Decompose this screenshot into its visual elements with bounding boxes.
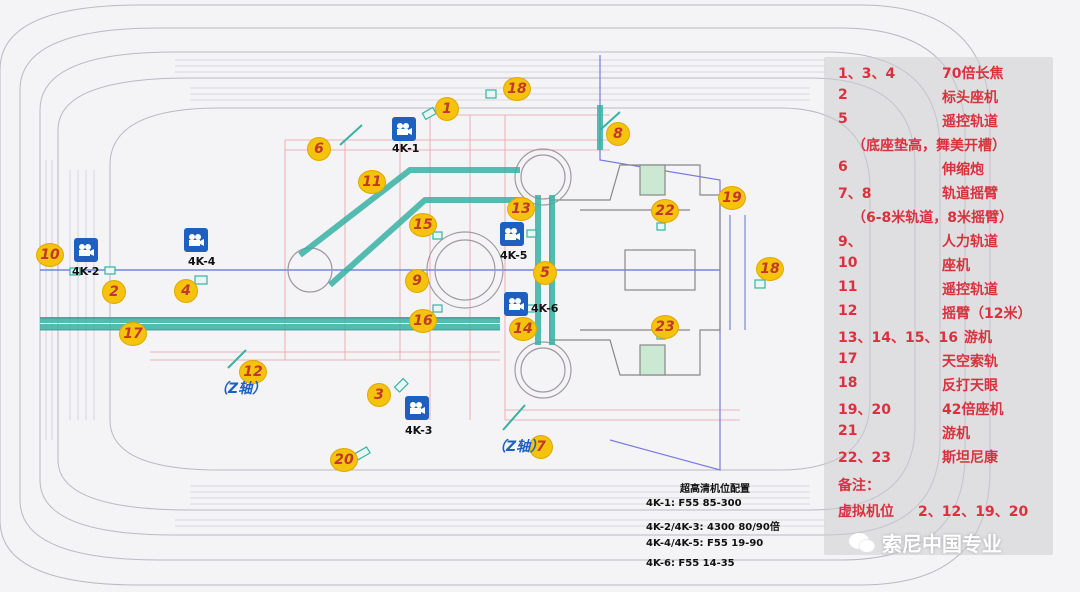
camera-label: 4K-1 [392,142,420,155]
position-marker-18-top[interactable]: 18 [504,78,530,100]
camera-4k-1-icon[interactable] [392,117,416,141]
camera-label: 4K-3 [405,424,433,437]
position-marker-17[interactable]: 17 [120,323,146,345]
config-line: 4K-1: F55 85-300 [646,498,742,509]
position-marker-5[interactable]: 5 [534,262,556,284]
position-marker-9[interactable]: 9 [406,270,428,292]
camera-label: 4K-2 [72,265,100,278]
position-marker-7[interactable]: 7 [530,436,552,458]
camera-4k-2-icon[interactable] [74,238,98,262]
config-line: 4K-6: F55 14-35 [646,558,735,569]
legend-row: 备注： [838,478,880,494]
z-axis-label: （Z轴） [492,439,545,455]
watermark-text: 索尼中国专业 [882,532,1002,556]
position-marker-22[interactable]: 22 [652,200,678,222]
position-marker-23[interactable]: 23 [652,316,678,338]
position-marker-19[interactable]: 19 [719,187,745,209]
watermark: 索尼中国专业 [848,528,1002,557]
camera-label: 4K-6 [531,302,559,315]
camera-4k-5-icon[interactable] [500,222,524,246]
camera-4k-3-icon[interactable] [405,396,429,420]
position-marker-4[interactable]: 4 [175,280,197,302]
z-axis-label: （Z轴） [214,381,267,397]
position-marker-16[interactable]: 16 [410,310,436,332]
config-line: 4K-2/4K-3: 4300 80/90倍 [646,522,780,533]
position-marker-2[interactable]: 2 [103,281,125,303]
position-marker-10[interactable]: 10 [37,244,63,266]
config-title: 超高清机位配置 [680,484,750,495]
position-marker-20[interactable]: 20 [331,449,357,471]
position-marker-6[interactable]: 6 [308,138,330,160]
position-marker-13[interactable]: 13 [508,198,534,220]
wechat-icon [849,532,876,553]
position-marker-1[interactable]: 1 [436,98,458,120]
position-marker-3[interactable]: 3 [368,384,390,406]
camera-label: 4K-4 [188,255,216,268]
position-marker-18[interactable]: 18 [757,258,783,280]
position-marker-12[interactable]: 12 [240,361,266,383]
config-line: 4K-4/4K-5: F55 19-90 [646,538,764,549]
position-marker-14[interactable]: 14 [510,318,536,340]
camera-4k-6-icon[interactable] [504,292,528,316]
camera-4k-4-icon[interactable] [184,228,208,252]
legend-row: 9、人力轨道 [838,234,998,250]
position-marker-11[interactable]: 11 [359,171,385,193]
position-marker-8[interactable]: 8 [607,123,629,145]
position-marker-15[interactable]: 15 [410,214,436,236]
camera-label: 4K-5 [500,249,528,262]
